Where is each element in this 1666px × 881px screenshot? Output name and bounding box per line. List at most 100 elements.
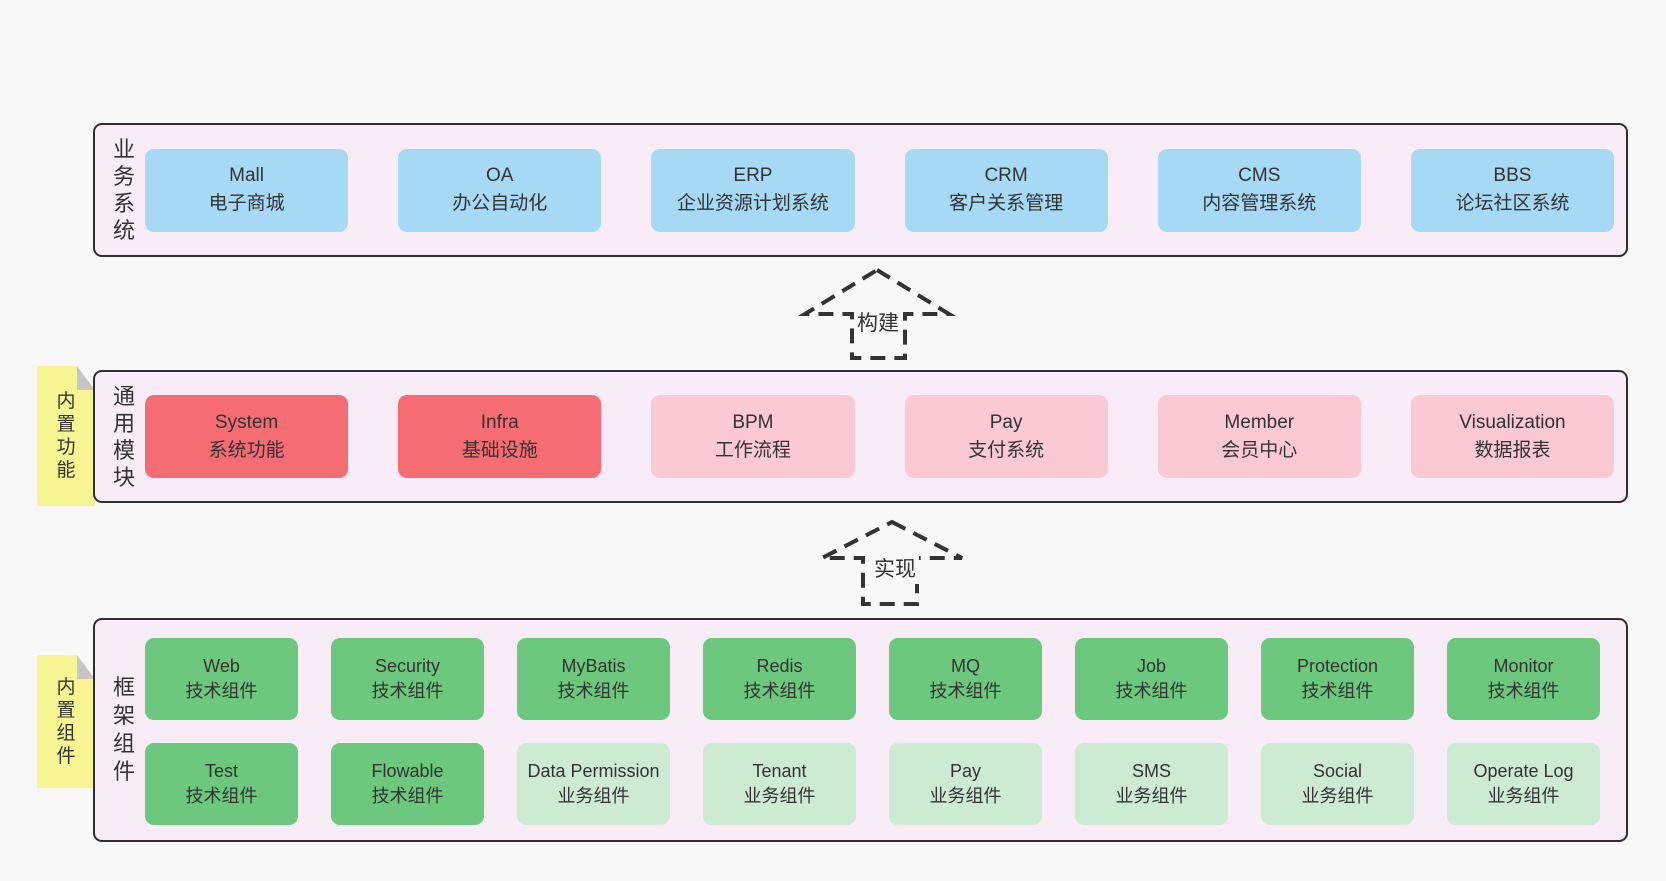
box-subtitle: 技术组件 [1301, 681, 1374, 701]
box-job: Job 技术组件 [1075, 638, 1228, 720]
box-subtitle: 企业资源计划系统 [676, 193, 829, 214]
box-title: Infra [480, 411, 519, 433]
box-oa: OA 办公自动化 [398, 148, 602, 232]
box-title: Test [204, 761, 238, 781]
box-data-permission: Data Permission 业务组件 [517, 743, 670, 825]
panel-framework-components: 框架组件 Web 技术组件 Security 技术组件 MyBatis 技术组件… [93, 618, 1628, 842]
box-subtitle: 技术组件 [371, 681, 444, 701]
box-title: System [214, 411, 279, 433]
box-subtitle: 技术组件 [1487, 681, 1560, 701]
box-subtitle: 业务组件 [1115, 786, 1188, 806]
sticky-note-built-in-components: 内置组件 [37, 655, 95, 788]
box-bbs: BBS 论坛社区系统 [1410, 148, 1615, 232]
box-title: Flowable [371, 761, 444, 781]
panel-common-modules: 通用模块 System 系统功能 Infra 基础设施 BPM 工作流程 Pay… [93, 370, 1628, 503]
components-grid: Web 技术组件 Security 技术组件 MyBatis 技术组件 Redi… [95, 620, 1626, 825]
box-system: System 系统功能 [145, 395, 349, 478]
box-social: Social 业务组件 [1261, 743, 1414, 825]
panel-components-label: 框架组件 [112, 675, 135, 784]
box-web: Web 技术组件 [145, 638, 298, 720]
box-pay-component: Pay 业务组件 [889, 743, 1042, 825]
box-subtitle: 电子商城 [208, 193, 285, 214]
box-subtitle: 数据报表 [1474, 439, 1551, 461]
box-title: Member [1224, 411, 1295, 433]
box-title: Data Permission [527, 761, 660, 781]
box-title: MyBatis [561, 656, 626, 676]
box-tenant: Tenant 业务组件 [703, 743, 856, 825]
box-subtitle: 内容管理系统 [1202, 193, 1317, 214]
build-arrow-label: 构建 [854, 306, 902, 338]
box-erp: ERP 企业资源计划系统 [651, 148, 855, 232]
box-security: Security 技术组件 [331, 638, 484, 720]
implement-arrow-label: 实现 [871, 552, 919, 584]
box-subtitle: 系统功能 [208, 439, 285, 461]
box-title: ERP [733, 165, 773, 186]
box-title: OA [486, 165, 514, 186]
up-arrow-dashed-icon [821, 519, 963, 606]
box-subtitle: 业务组件 [743, 786, 816, 806]
box-subtitle: 业务组件 [1301, 786, 1374, 806]
box-title: BPM [732, 411, 774, 433]
box-title: SMS [1131, 761, 1171, 781]
components-row-2: Test 技术组件 Flowable 技术组件 Data Permission … [145, 743, 1600, 825]
box-title: Pay [949, 761, 982, 781]
box-crm: CRM 客户关系管理 [904, 148, 1108, 232]
modules-box-row: System 系统功能 Infra 基础设施 BPM 工作流程 Pay 支付系统… [95, 372, 1626, 501]
box-subtitle: 技术组件 [371, 786, 444, 806]
box-title: Social [1312, 761, 1363, 781]
box-subtitle: 技术组件 [1115, 681, 1188, 701]
box-subtitle: 工作流程 [714, 439, 791, 461]
box-title: Visualization [1459, 411, 1566, 433]
box-subtitle: 会员中心 [1221, 439, 1298, 461]
box-subtitle: 办公自动化 [452, 193, 548, 214]
box-infra: Infra 基础设施 [398, 395, 602, 478]
up-arrow-dashed-icon [797, 267, 957, 360]
box-title: Protection [1296, 656, 1379, 676]
box-title: Security [374, 656, 441, 676]
panel-business-label: 业务系统 [112, 137, 135, 243]
box-subtitle: 技术组件 [185, 681, 258, 701]
box-title: Tenant [752, 761, 807, 781]
box-subtitle: 业务组件 [557, 786, 630, 806]
box-mybatis: MyBatis 技术组件 [517, 638, 670, 720]
box-title: BBS [1493, 165, 1532, 186]
box-mq: MQ 技术组件 [889, 638, 1042, 720]
box-title: CMS [1238, 165, 1281, 186]
build-arrow: 构建 [790, 262, 960, 362]
box-bpm: BPM 工作流程 [651, 395, 855, 478]
panel-modules-label: 通用模块 [112, 383, 135, 490]
box-protection: Protection 技术组件 [1261, 638, 1414, 720]
box-subtitle: 技术组件 [929, 681, 1002, 701]
sticky-label: 内置组件 [56, 676, 76, 767]
components-row-1: Web 技术组件 Security 技术组件 MyBatis 技术组件 Redi… [145, 638, 1600, 720]
box-sms: SMS 业务组件 [1075, 743, 1228, 825]
sticky-label: 内置功能 [56, 391, 76, 481]
sticky-note-built-in-features: 内置功能 [37, 366, 95, 506]
box-title: Operate Log [1473, 761, 1574, 781]
box-monitor: Monitor 技术组件 [1447, 638, 1600, 720]
box-title: Redis [756, 656, 803, 676]
business-box-row: Mall 电子商城 OA 办公自动化 ERP 企业资源计划系统 CRM 客户关系… [95, 125, 1626, 255]
box-operate-log: Operate Log 业务组件 [1447, 743, 1600, 825]
box-subtitle: 基础设施 [461, 439, 538, 461]
box-subtitle: 技术组件 [557, 681, 630, 701]
box-member: Member 会员中心 [1157, 395, 1361, 478]
box-title: CRM [984, 165, 1028, 186]
box-visualization: Visualization 数据报表 [1410, 395, 1615, 478]
panel-business-systems: 业务系统 Mall 电子商城 OA 办公自动化 ERP 企业资源计划系统 CRM… [93, 123, 1628, 257]
box-title: Monitor [1493, 656, 1554, 676]
box-title: Pay [989, 411, 1023, 433]
box-subtitle: 技术组件 [185, 786, 258, 806]
box-subtitle: 业务组件 [1487, 786, 1560, 806]
box-title: Mall [229, 165, 264, 186]
box-subtitle: 客户关系管理 [949, 193, 1064, 214]
box-title: Job [1136, 656, 1167, 676]
box-title: Web [203, 656, 240, 676]
box-subtitle: 业务组件 [929, 786, 1002, 806]
box-subtitle: 技术组件 [743, 681, 816, 701]
box-subtitle: 支付系统 [968, 439, 1045, 461]
box-pay-module: Pay 支付系统 [904, 395, 1108, 478]
box-test: Test 技术组件 [145, 743, 298, 825]
implement-arrow: 实现 [805, 512, 975, 612]
